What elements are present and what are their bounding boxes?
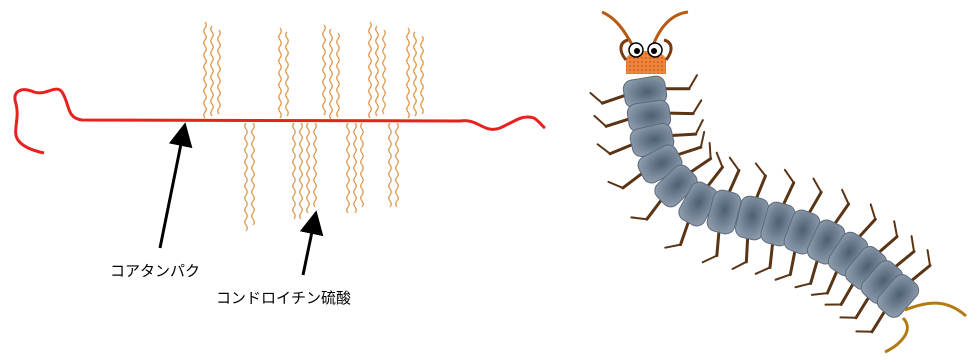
sugar-chain — [337, 33, 340, 117]
centipede-body — [622, 75, 922, 321]
core-protein-arrow — [160, 134, 183, 248]
core-protein-label: コアタンパク — [110, 260, 200, 281]
sugar-chain — [314, 123, 317, 207]
sugar-chain — [286, 32, 289, 116]
sugar-chain — [354, 123, 357, 213]
chondroitin-sulfate-chains — [204, 22, 424, 231]
sugar-chain — [252, 123, 255, 225]
sugar-chain — [218, 30, 221, 114]
sugar-chain — [300, 123, 303, 219]
chondroitin-sulfate-label: コンドロイチン硫酸 — [216, 287, 351, 308]
sugar-chain — [330, 29, 333, 119]
sugar-chain — [376, 26, 379, 116]
sugar-chain — [279, 28, 282, 118]
sugar-chain — [389, 123, 392, 207]
sugar-chain — [307, 123, 310, 213]
sugar-chain — [369, 22, 372, 118]
sugar-chain — [396, 123, 399, 207]
sugar-chain — [323, 25, 326, 115]
centipede-illustration — [590, 12, 966, 352]
sugar-chain — [204, 22, 207, 118]
sugar-chain — [293, 123, 296, 219]
sugar-chain — [347, 123, 350, 213]
core-protein-line — [15, 89, 545, 153]
sugar-chain — [421, 36, 424, 114]
sugar-chain — [383, 30, 386, 114]
sugar-chain — [211, 26, 214, 116]
chondroitin-arrow — [303, 222, 314, 275]
sugar-chain — [414, 32, 417, 116]
sugar-chain — [245, 123, 248, 231]
sugar-chain — [407, 28, 410, 118]
sugar-chain — [361, 123, 364, 207]
